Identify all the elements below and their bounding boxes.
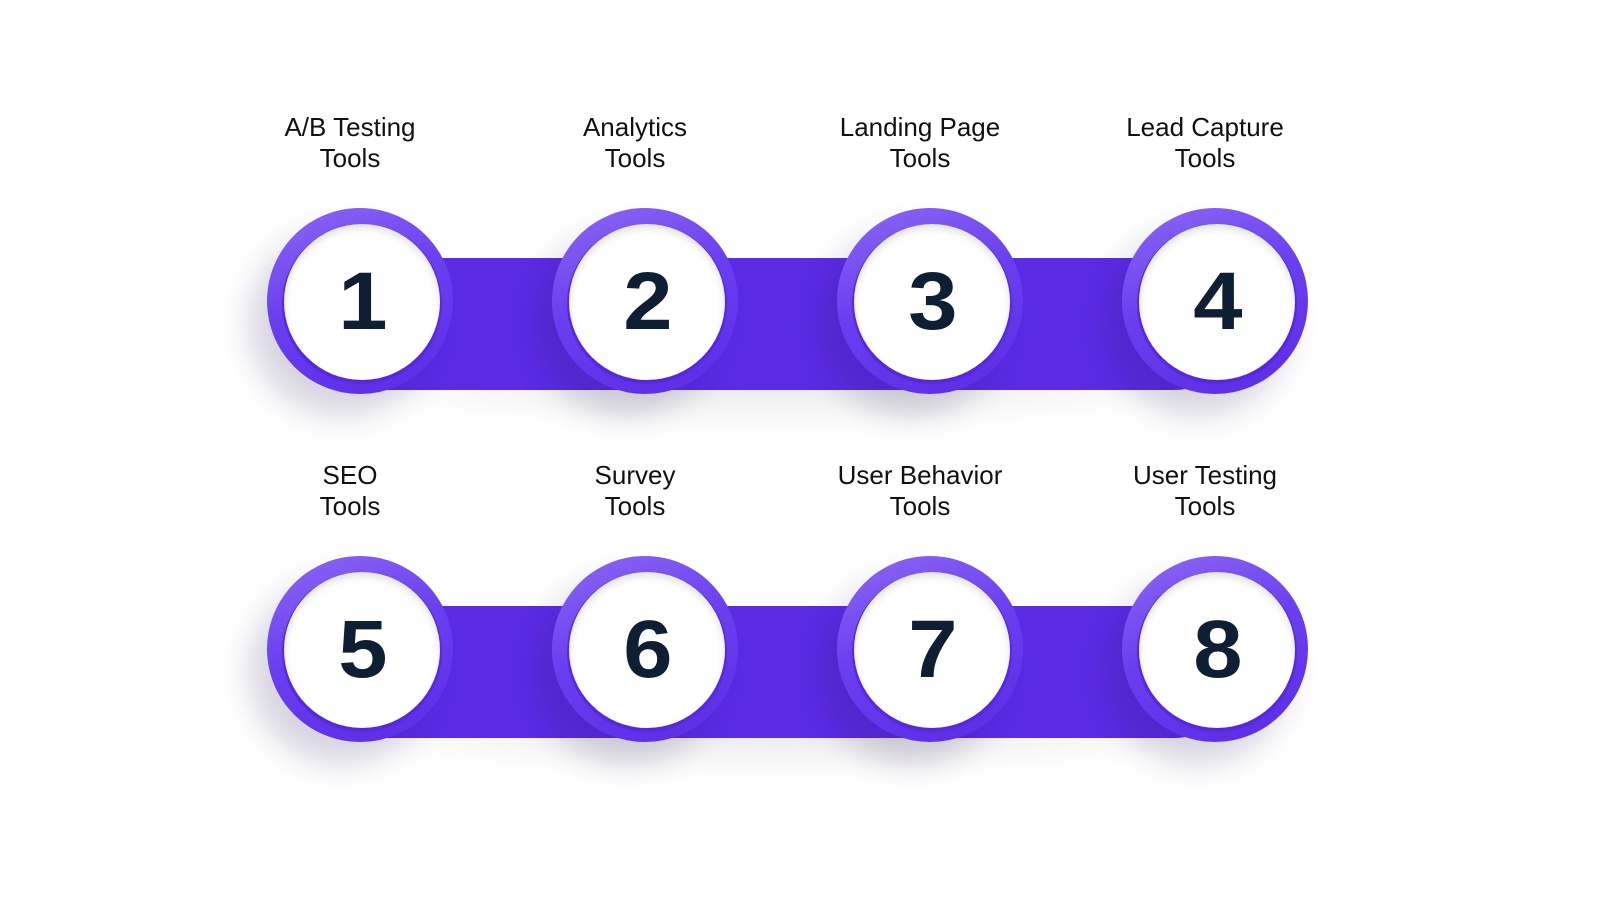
- step-label-line2: Tools: [319, 143, 381, 173]
- step-4: Lead Capture Tools 4: [1085, 112, 1325, 412]
- step-label-line1: Survey: [594, 460, 676, 490]
- steps-row-2: SEO Tools 5 Survey Tools 6 User Behavior: [0, 460, 1600, 780]
- step-label-line1: Lead Capture: [1126, 112, 1284, 142]
- step-label-line1: User Behavior: [837, 460, 1003, 490]
- step-2: Analytics Tools 2: [515, 112, 755, 412]
- step-label: Survey Tools: [515, 460, 755, 522]
- step-number-circle: 6: [569, 572, 725, 728]
- connector-bar: [360, 606, 1240, 738]
- step-number-circle: 5: [284, 572, 440, 728]
- step-label-line2: Tools: [889, 491, 951, 521]
- step-label: Analytics Tools: [515, 112, 755, 174]
- step-1: A/B Testing Tools 1: [230, 112, 470, 412]
- step-label-line1: Analytics: [582, 112, 688, 142]
- step-number-circle: 8: [1139, 572, 1295, 728]
- step-number-circle: 3: [854, 224, 1010, 380]
- step-number-circle: 1: [284, 224, 440, 380]
- step-5: SEO Tools 5: [230, 460, 470, 760]
- step-number: 6: [622, 604, 672, 695]
- step-label: User Behavior Tools: [800, 460, 1040, 522]
- step-label: SEO Tools: [230, 460, 470, 522]
- step-3: Landing Page Tools 3: [800, 112, 1040, 412]
- step-number: 4: [1192, 256, 1242, 347]
- step-8: User Testing Tools 8: [1085, 460, 1325, 760]
- step-label-line1: User Testing: [1132, 460, 1278, 490]
- step-number: 3: [907, 256, 957, 347]
- step-label-line2: Tools: [889, 143, 951, 173]
- step-7: User Behavior Tools 7: [800, 460, 1040, 760]
- connector-bar: [360, 258, 1240, 390]
- step-label-line1: Landing Page: [839, 112, 1001, 142]
- step-label: Landing Page Tools: [800, 112, 1040, 174]
- step-number: 1: [337, 256, 387, 347]
- step-label-line2: Tools: [604, 491, 666, 521]
- step-number-circle: 2: [569, 224, 725, 380]
- step-label: Lead Capture Tools: [1085, 112, 1325, 174]
- step-6: Survey Tools 6: [515, 460, 755, 760]
- step-number: 8: [1192, 604, 1242, 695]
- steps-row-1: A/B Testing Tools 1 Analytics Tools 2 La…: [0, 112, 1600, 432]
- step-label-line1: SEO: [322, 460, 378, 490]
- step-label-line2: Tools: [1174, 143, 1236, 173]
- step-number: 5: [337, 604, 387, 695]
- step-label: User Testing Tools: [1085, 460, 1325, 522]
- step-label-line2: Tools: [604, 143, 666, 173]
- step-label: A/B Testing Tools: [230, 112, 470, 174]
- step-label-line2: Tools: [1174, 491, 1236, 521]
- step-number: 7: [907, 604, 957, 695]
- step-label-line2: Tools: [319, 491, 381, 521]
- step-number: 2: [622, 256, 672, 347]
- step-number-circle: 7: [854, 572, 1010, 728]
- step-number-circle: 4: [1139, 224, 1295, 380]
- step-label-line1: A/B Testing: [284, 112, 416, 142]
